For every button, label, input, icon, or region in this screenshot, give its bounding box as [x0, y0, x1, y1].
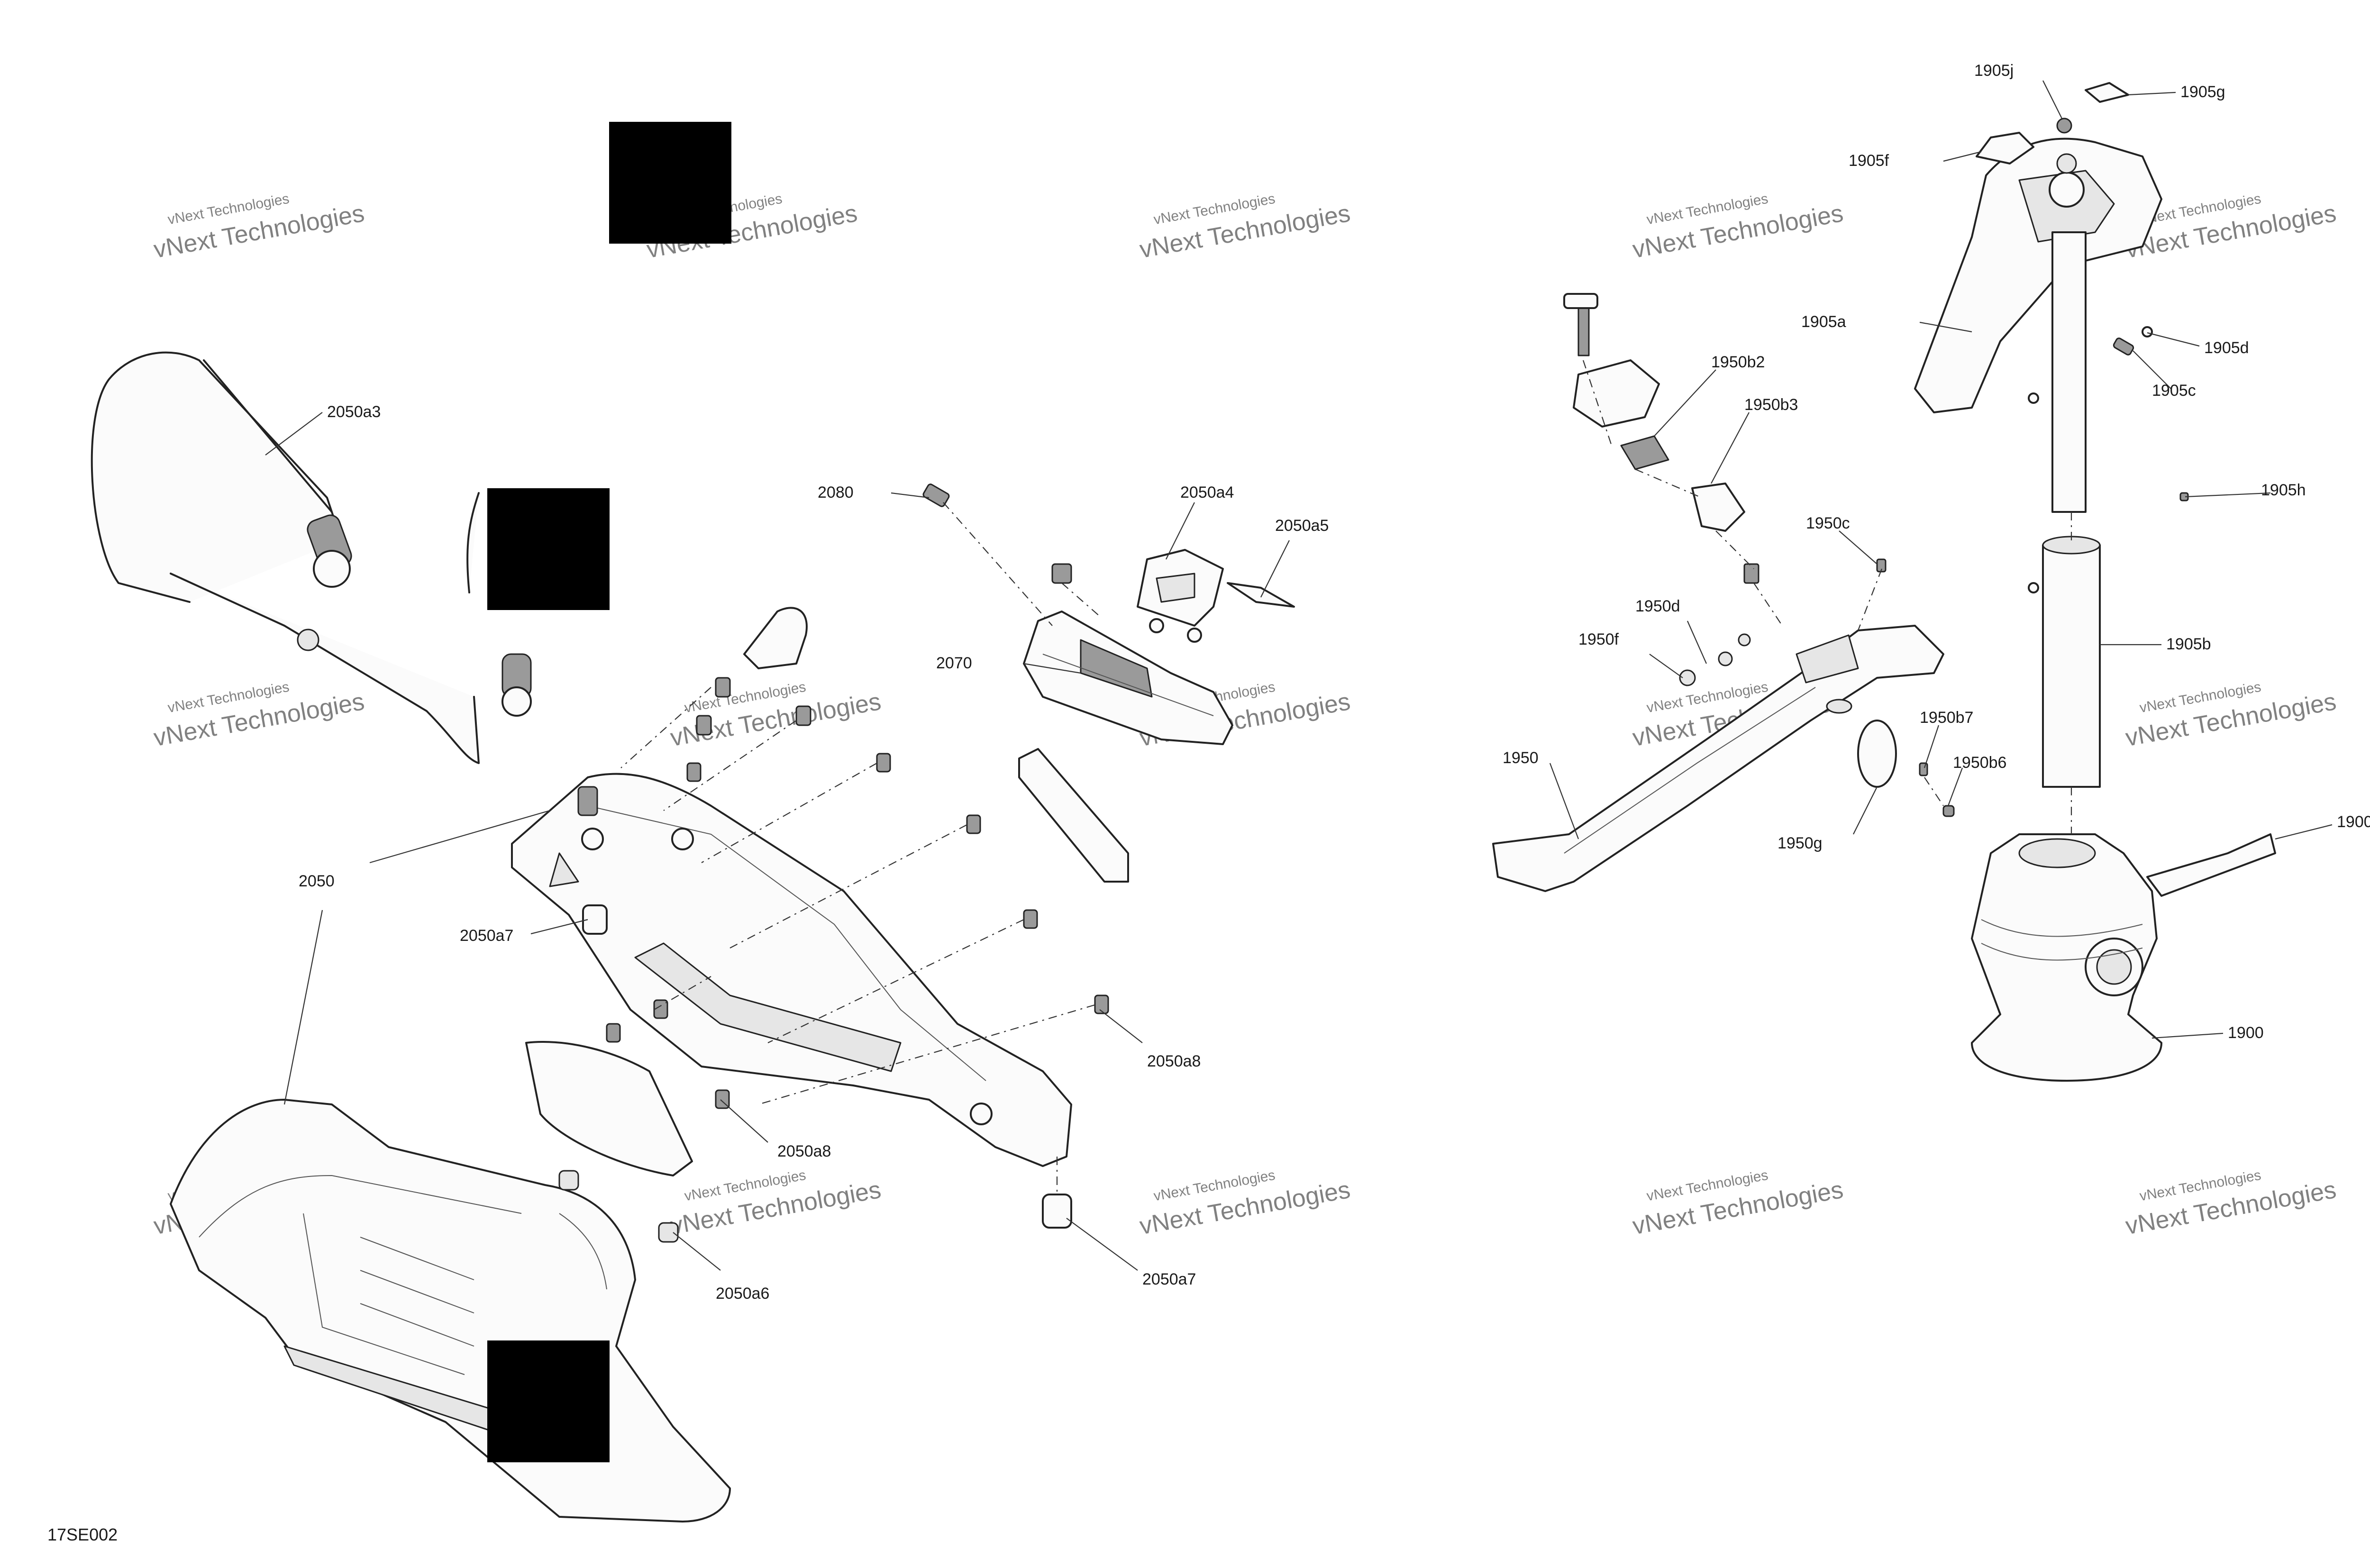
callout-2050a5: 2050a5 — [1275, 517, 1329, 535]
callout-2050a4: 2050a4 — [1180, 483, 1234, 501]
callout-1905a: 1905a — [1801, 313, 1846, 331]
control-module-part — [1023, 611, 1233, 745]
handle-cap-j — [2056, 118, 2072, 134]
assembly-lines-left — [620, 502, 1100, 1194]
callout-1950b6: 1950b6 — [1953, 754, 2006, 772]
callout-1905g: 1905g — [2180, 83, 2225, 101]
plate-part — [1227, 582, 1295, 608]
trim-button-part — [1620, 435, 1669, 470]
callout-1950d: 1950d — [1635, 597, 1680, 615]
redaction-box — [487, 1340, 610, 1462]
watermark-tile: vNext Technologies vNext Technologies — [1138, 1167, 1352, 1240]
trim-ring-part — [1826, 699, 1897, 788]
trim-fasteners — [1679, 326, 2189, 817]
callout-2070: 2070 — [936, 654, 972, 672]
callout-1950c: 1950c — [1806, 514, 1850, 532]
callout-2050a7-left: 2050a7 — [460, 927, 513, 945]
pad-part-lower — [525, 1041, 693, 1176]
callout-labels: 2050a3 2080 2050a4 2050a5 2070 2050 2050… — [299, 62, 2370, 1303]
callout-1950b7: 1950b7 — [1920, 709, 1973, 727]
watermark-layer: vNext Technologies vNext Technologies vN… — [152, 191, 2338, 1240]
grab-bar-rod-part — [91, 351, 532, 764]
callout-1900b: 1900b — [2337, 813, 2370, 831]
callout-1950: 1950 — [1503, 749, 1539, 767]
callout-1950b3: 1950b3 — [1744, 396, 1798, 414]
watermark-tile: vNext Technologies vNext Technologies — [152, 191, 366, 264]
callout-2050a7-bottom: 2050a7 — [1142, 1270, 1196, 1288]
redaction-box — [487, 488, 610, 610]
latch-part — [1137, 549, 1224, 643]
pad-part-upper — [743, 607, 808, 669]
watermark-tile: vNext Technologies vNext Technologies — [668, 679, 883, 752]
handle-grip-part — [1914, 137, 2162, 513]
callout-1900: 1900 — [2228, 1024, 2264, 1042]
callout-1905b: 1905b — [2166, 635, 2211, 653]
callout-2080: 2080 — [818, 483, 854, 501]
handle-pad-f — [1976, 132, 2034, 164]
leader-lines — [265, 80, 2333, 1271]
watermark-tile: vNext Technologies vNext Technologies — [152, 679, 366, 752]
callout-2050: 2050 — [299, 872, 335, 890]
callout-1905c: 1905c — [2152, 382, 2196, 400]
drawing-id: 17SE002 — [47, 1525, 118, 1544]
callout-1905h: 1905h — [2261, 481, 2306, 499]
callout-1950g: 1950g — [1778, 834, 1823, 852]
pad-part-right — [1018, 748, 1129, 883]
tilt-lever-part — [2146, 833, 2276, 897]
redaction-boxes — [487, 122, 731, 1462]
assembly-lines-right — [1582, 360, 2072, 834]
watermark-tile: vNext Technologies vNext Technologies — [668, 1167, 883, 1240]
redaction-box — [609, 122, 731, 244]
callout-1950b2: 1950b2 — [1711, 353, 1765, 371]
trim-arm-part — [1492, 625, 1944, 892]
trim-knob-part — [1691, 483, 1745, 532]
callout-1905d: 1905d — [2204, 339, 2249, 357]
callout-2050a8-bottom: 2050a8 — [777, 1142, 831, 1160]
trim-spring-part — [1743, 563, 1759, 584]
column-tube-part — [2042, 536, 2101, 788]
watermark-tile: vNext Technologies vNext Technologies — [1631, 191, 1845, 264]
column-base-part — [1971, 833, 2162, 1082]
watermark-tile: vNext Technologies vNext Technologies — [1631, 1167, 1845, 1240]
trim-latch-part — [1563, 293, 1660, 428]
callout-2050a3: 2050a3 — [327, 403, 381, 421]
callout-1950f: 1950f — [1578, 630, 1619, 648]
handle-pad-g — [2085, 82, 2129, 103]
watermark-tile: vNext Technologies vNext Technologies — [2124, 1167, 2338, 1240]
watermark-tile: vNext Technologies vNext Technologies — [2124, 679, 2338, 752]
watermark-tile: vNext Technologies vNext Technologies — [1138, 191, 1352, 264]
callout-1905f: 1905f — [1849, 152, 1889, 170]
callout-1905j: 1905j — [1974, 62, 2014, 80]
callout-2050a6: 2050a6 — [716, 1285, 769, 1303]
callout-2050a8-right: 2050a8 — [1147, 1052, 1201, 1070]
steering-housing-part — [511, 773, 1072, 1167]
